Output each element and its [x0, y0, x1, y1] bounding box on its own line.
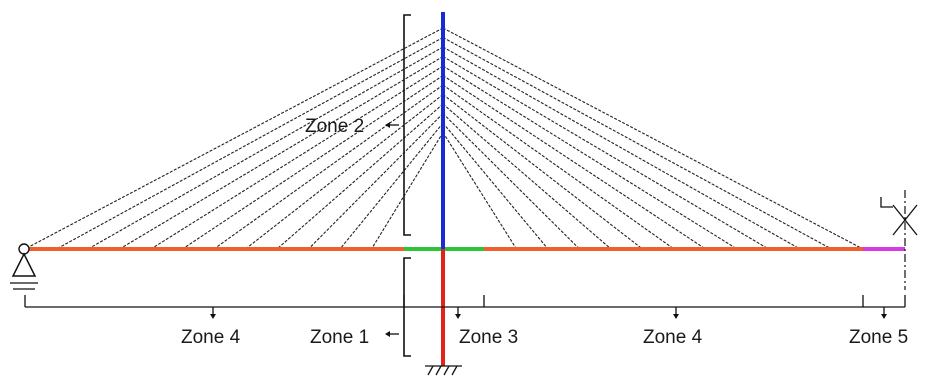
- dimension-arrows: [210, 307, 887, 319]
- zone3-label: Zone 3: [459, 327, 518, 348]
- zone-dimension-line: [24, 295, 906, 308]
- stay-cable-left-8: [245, 94, 444, 250]
- stay-cable-left-6: [182, 75, 444, 250]
- zone4-left-label: Zone 4: [181, 327, 241, 348]
- stay-cable-left-7: [213, 84, 444, 250]
- fixed-ground-icon: [425, 365, 462, 376]
- stay-cable-right-1: [442, 27, 864, 250]
- zone2-arrow: [385, 122, 399, 128]
- stay-cable-right-2: [442, 37, 832, 250]
- stay-cable-left-10: [308, 113, 444, 250]
- stay-cable-right-8: [442, 94, 643, 250]
- zone5-label: Zone 5: [849, 327, 908, 348]
- stay-cables: [24, 27, 864, 250]
- stay-cable-right-5: [442, 65, 738, 250]
- stay-cable-right-6: [442, 75, 706, 250]
- stay-cable-left-5: [150, 65, 444, 250]
- zone1-arrow: [385, 331, 399, 337]
- stay-cable-right-12: [442, 132, 517, 250]
- stay-cable-right-11: [442, 122, 549, 250]
- stay-cable-right-3: [442, 46, 801, 250]
- stay-cable-left-9: [276, 103, 444, 250]
- zone2-bracket: [403, 14, 411, 236]
- stay-cable-left-2: [56, 37, 444, 250]
- sliding-support-icon: [880, 190, 918, 290]
- stay-cable-left-4: [119, 56, 444, 250]
- zone4-right-label: Zone 4: [643, 327, 703, 348]
- stay-cable-right-7: [442, 84, 675, 250]
- pinned-support-icon: [10, 243, 38, 290]
- stay-cable-right-9: [442, 103, 612, 250]
- stay-cable-left-12: [371, 132, 444, 250]
- stay-cable-right-4: [442, 56, 769, 250]
- stay-cable-right-10: [442, 113, 580, 250]
- zone1-label: Zone 1: [310, 327, 369, 348]
- stay-cable-left-3: [87, 46, 444, 250]
- zone2-label: Zone 2: [305, 116, 364, 137]
- stay-cable-left-1: [24, 27, 444, 250]
- stay-cable-left-11: [339, 122, 444, 250]
